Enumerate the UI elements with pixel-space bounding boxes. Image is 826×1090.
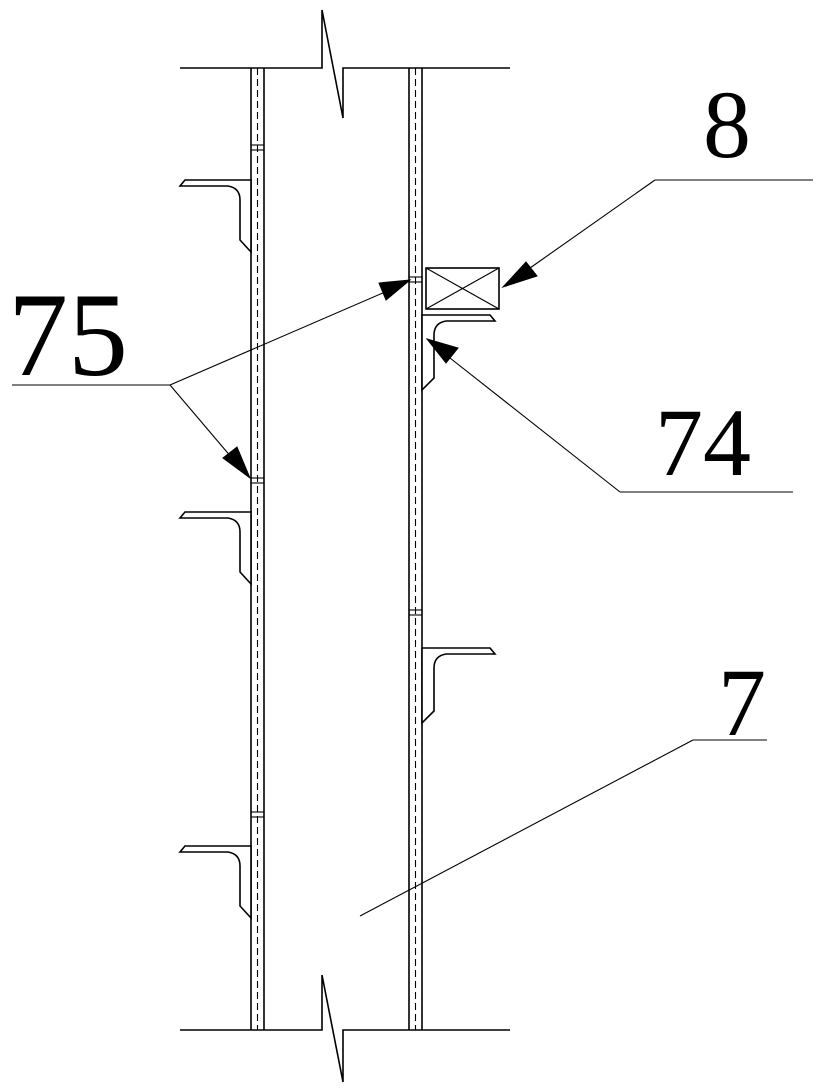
left-bracket-2	[178, 511, 252, 587]
leader-7	[359, 739, 767, 917]
leader-74	[425, 338, 793, 493]
leader-8	[501, 179, 813, 289]
sensor-box	[425, 267, 500, 310]
label-7: 7	[718, 649, 766, 756]
label-75: 75	[8, 268, 128, 401]
right-bracket-2	[421, 647, 497, 725]
label-74: 74	[655, 389, 751, 496]
bottom-break-line	[180, 974, 510, 1083]
right-bracket-1	[421, 314, 497, 392]
left-wall-leaf	[250, 68, 265, 1030]
right-wall-leaf	[408, 68, 423, 1030]
left-bracket-1	[178, 179, 252, 255]
left-bracket-3	[178, 845, 252, 921]
leader-75	[12, 279, 412, 480]
top-break-line	[180, 9, 510, 119]
label-8: 8	[703, 71, 751, 178]
